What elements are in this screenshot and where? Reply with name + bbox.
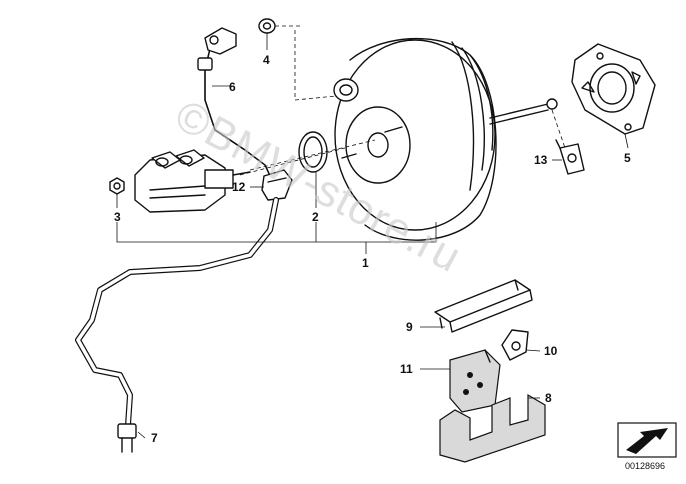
callout-13: 13 bbox=[534, 153, 548, 167]
callout-3: 3 bbox=[114, 210, 121, 224]
leader-line bbox=[137, 431, 146, 439]
callout-7: 7 bbox=[151, 431, 158, 445]
callout-10: 10 bbox=[544, 344, 558, 358]
bracket-part[interactable] bbox=[501, 329, 529, 361]
assembly-line bbox=[294, 95, 337, 101]
o-ring-part[interactable] bbox=[298, 131, 328, 173]
check-valve-part[interactable] bbox=[261, 169, 293, 201]
washer-part[interactable] bbox=[258, 18, 276, 34]
vacuum-hose-lower-part[interactable] bbox=[75, 197, 279, 453]
holder-block-part[interactable] bbox=[449, 349, 501, 413]
leader-line bbox=[525, 349, 541, 352]
callout-4: 4 bbox=[263, 53, 270, 67]
callout-1: 1 bbox=[362, 256, 369, 270]
brake-booster-part[interactable] bbox=[333, 37, 558, 241]
reference-number: 00128696 bbox=[625, 461, 665, 471]
assembly-line bbox=[249, 139, 376, 171]
callout-9: 9 bbox=[406, 320, 413, 334]
assembly-line bbox=[551, 109, 566, 149]
callout-12: 12 bbox=[232, 180, 246, 194]
callout-8: 8 bbox=[545, 391, 552, 405]
nut-part[interactable] bbox=[109, 177, 125, 195]
callout-6: 6 bbox=[229, 80, 236, 94]
clip-part[interactable] bbox=[555, 139, 585, 175]
gasket-plate-part[interactable] bbox=[571, 43, 656, 135]
callout-11: 11 bbox=[400, 362, 413, 376]
vacuum-hose-upper-part[interactable] bbox=[197, 27, 273, 181]
master-cylinder-part[interactable] bbox=[134, 149, 251, 213]
group-bracket-line bbox=[116, 222, 437, 243]
leader-line bbox=[624, 133, 629, 149]
rubber-mount-part[interactable] bbox=[439, 393, 546, 463]
cover-strip-part[interactable] bbox=[434, 279, 533, 333]
callout-2: 2 bbox=[312, 210, 319, 224]
callout-5: 5 bbox=[624, 151, 631, 165]
orientation-arrow-icon bbox=[617, 422, 677, 458]
